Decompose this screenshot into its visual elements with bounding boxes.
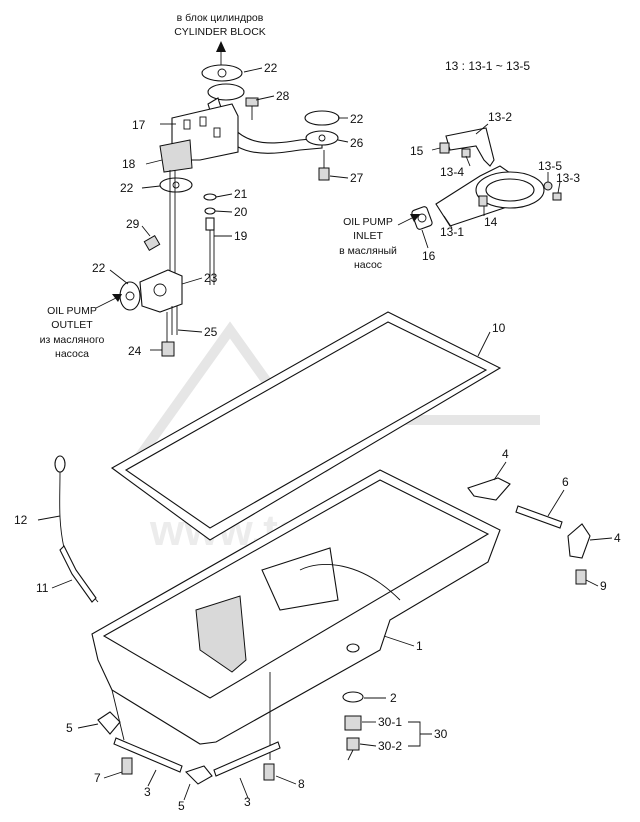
outlet-note-ru-2: насоса xyxy=(55,348,89,360)
right-brackets xyxy=(467,477,591,585)
callout-4: 4 xyxy=(502,447,509,461)
outlet-note-en-1: OIL PUMP xyxy=(47,305,97,317)
callout-21: 21 xyxy=(234,187,248,201)
callout-leaders xyxy=(37,67,613,801)
callout-5: 5 xyxy=(178,799,185,813)
callout-30: 30 xyxy=(434,727,448,741)
callout-19: 19 xyxy=(234,229,248,243)
callout-11: 11 xyxy=(36,581,49,595)
callout-6: 6 xyxy=(562,475,569,489)
callout-15: 15 xyxy=(410,144,424,158)
arrow-up-icon xyxy=(216,41,226,68)
top-note-ru: в блок цилиндров xyxy=(177,12,264,24)
drain-plug xyxy=(342,643,364,761)
callout-29: 29 xyxy=(126,217,140,231)
callout-9: 9 xyxy=(600,579,607,593)
callout-25: 25 xyxy=(204,325,218,339)
callout-13-3: 13-3 xyxy=(556,171,580,185)
callout-22: 22 xyxy=(264,61,278,75)
arrow-right-icon xyxy=(95,294,122,309)
callout-5: 5 xyxy=(66,721,73,735)
callout-8: 8 xyxy=(298,777,305,791)
callout-23: 23 xyxy=(204,271,218,285)
callout-16: 16 xyxy=(422,249,436,263)
lower-brackets xyxy=(97,711,281,785)
callout-2: 2 xyxy=(390,691,397,705)
top-note-en: CYLINDER BLOCK xyxy=(174,26,266,38)
callout-13-1: 13-1 xyxy=(440,225,464,239)
callout-13-5: 13-5 xyxy=(538,159,562,173)
callout-30-1: 30-1 xyxy=(378,715,402,729)
callout-22: 22 xyxy=(120,181,134,195)
callout-3: 3 xyxy=(244,795,251,809)
arrow-left-icon xyxy=(397,214,420,226)
oil-pan xyxy=(91,469,501,760)
oil-strainer-assembly xyxy=(411,127,562,230)
callout-20: 20 xyxy=(234,205,248,219)
callout-28: 28 xyxy=(276,89,290,103)
callout-26: 26 xyxy=(350,136,364,150)
callout-1: 1 xyxy=(416,639,423,653)
callout-7: 7 xyxy=(94,771,101,785)
inlet-note-ru-2: насос xyxy=(354,259,382,271)
callout-3: 3 xyxy=(144,785,151,799)
dipstick xyxy=(54,455,99,603)
callout-18: 18 xyxy=(122,157,136,171)
outlet-note-ru-1: из масляного xyxy=(40,334,105,346)
callout-labels: 22 28 17 22 26 27 18 22 21 20 19 29 22 2… xyxy=(14,61,621,813)
range-note: 13 : 13-1 ~ 13-5 xyxy=(445,59,530,73)
inlet-note-ru-1: в масляный xyxy=(339,245,397,257)
oil-pan-gasket xyxy=(110,311,502,541)
callout-30-2: 30-2 xyxy=(378,739,402,753)
callout-24: 24 xyxy=(128,344,142,358)
callout-13-4: 13-4 xyxy=(440,165,464,179)
callout-10: 10 xyxy=(492,321,506,335)
callout-27: 27 xyxy=(350,171,364,185)
callout-17: 17 xyxy=(132,118,146,132)
inlet-note-en-1: OIL PUMP xyxy=(343,216,393,228)
callout-4: 4 xyxy=(614,531,621,545)
callout-12: 12 xyxy=(14,513,28,527)
outlet-note-en-2: OUTLET xyxy=(51,319,93,331)
callout-13-2: 13-2 xyxy=(488,110,512,124)
oil-tube-assembly xyxy=(119,64,340,357)
callout-22: 22 xyxy=(350,112,364,126)
callout-14: 14 xyxy=(484,215,498,229)
callout-22: 22 xyxy=(92,261,106,275)
inlet-note-en-2: INLET xyxy=(353,230,383,242)
